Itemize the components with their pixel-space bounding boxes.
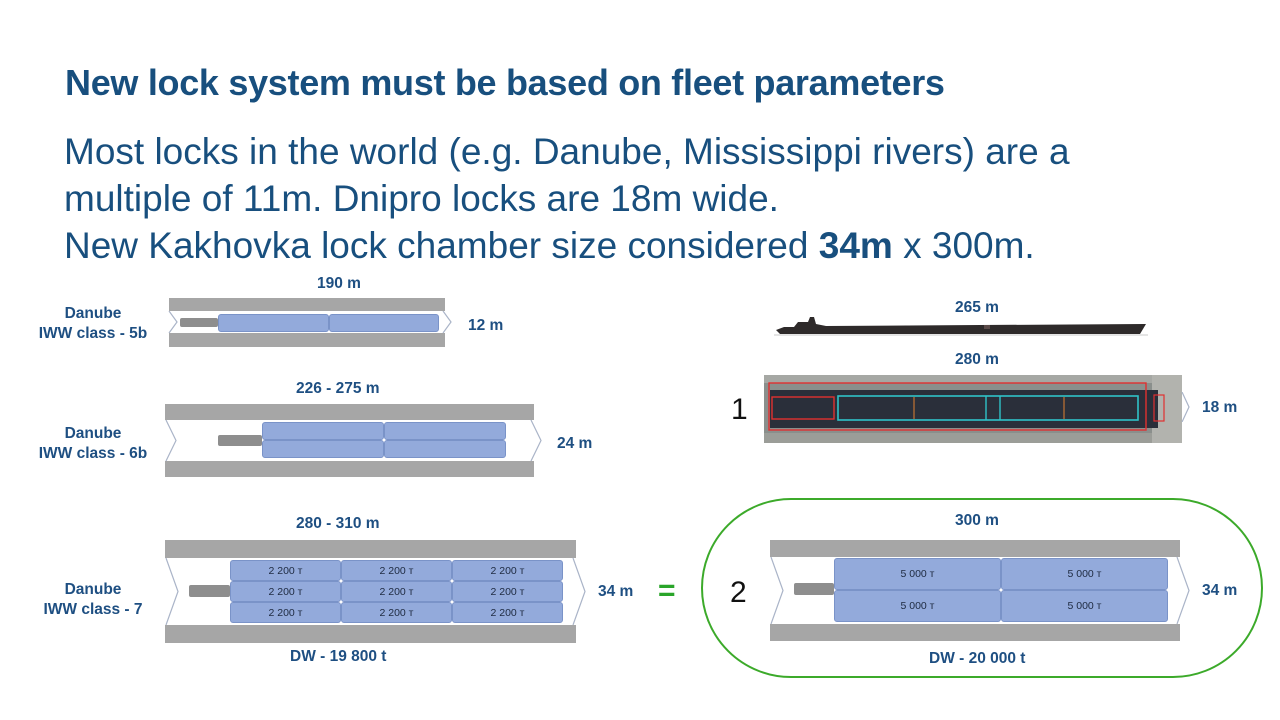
lock-5b-width: 12 m [468, 317, 504, 334]
option-2-tug [794, 583, 834, 595]
option-2-wall-bottom [770, 624, 1180, 641]
lock-6b-gate-right [530, 420, 542, 461]
slide-title: New lock system must be based on fleet p… [65, 62, 945, 103]
option-1-chamber-length: 280 m [955, 351, 999, 368]
lock-7-barge: 2 200 т [341, 581, 452, 602]
lock-5b-barge [329, 314, 439, 332]
option-1-vessel-length: 265 m [955, 299, 999, 316]
lock-7-barge: 2 200 т [341, 602, 452, 623]
lock-6b-class-line2: IWW class - 6b [38, 445, 148, 462]
lock-7-deadweight: DW - 19 800 t [290, 648, 387, 665]
lock-7-wall-top [165, 540, 576, 558]
lock-aerial-photo [764, 375, 1182, 443]
lock-7-barge: 2 200 т [341, 560, 452, 581]
lock-7-class-line1: Danube [64, 581, 122, 598]
option-2-width: 34 m [1202, 582, 1238, 599]
lock-7-barge: 2 200 т [452, 581, 563, 602]
proposed-option-highlight [701, 498, 1263, 678]
lock-7-wall-bottom [165, 625, 576, 643]
lock-5b-gate-right [442, 311, 452, 333]
option-2-barge: 5 000 т [834, 590, 1001, 622]
lock-7-barge: 2 200 т [230, 581, 341, 602]
lock-7-length: 280 - 310 m [296, 515, 380, 532]
option-2-length: 300 m [955, 512, 999, 529]
lock-6b-class: Danube IWW class - 6b [30, 424, 156, 464]
lock-7-barge: 2 200 т [230, 560, 341, 581]
lock-7-barge: 2 200 т [452, 560, 563, 581]
lock-6b-wall-bottom [165, 461, 534, 477]
body-line-3-bold: 34m [818, 225, 893, 266]
lock-6b-gate-left [165, 420, 177, 461]
lock-7-tug [189, 585, 230, 597]
option-2-barge: 5 000 т [834, 558, 1001, 590]
option-1-gate-right [1181, 392, 1190, 422]
lock-7-class: Danube IWW class - 7 [30, 580, 156, 620]
lock-6b-barge [384, 440, 506, 458]
lock-5b-class-line2: IWW class - 5b [38, 325, 148, 342]
body-text: Most locks in the world (e.g. Danube, Mi… [64, 128, 1070, 269]
lock-5b-length: 190 m [317, 275, 361, 292]
lock-5b-barge [218, 314, 329, 332]
option-2-barge: 5 000 т [1001, 558, 1168, 590]
lock-6b-wall-top [165, 404, 534, 420]
lock-5b-class: Danube IWW class - 5b [30, 304, 156, 344]
option-2-deadweight: DW - 20 000 t [929, 650, 1026, 667]
option-1-number: 1 [731, 393, 748, 426]
lock-5b-wall-bottom [169, 333, 445, 347]
body-line-1: Most locks in the world (e.g. Danube, Mi… [64, 131, 1070, 172]
lock-5b-gate-left [168, 311, 178, 333]
lock-6b-barge [262, 422, 384, 440]
lock-5b-wall-top [169, 298, 445, 311]
option-2-barge: 5 000 т [1001, 590, 1168, 622]
lock-7-barge: 2 200 т [230, 602, 341, 623]
lock-7-width: 34 m [598, 583, 634, 600]
lock-7-class-line2: IWW class - 7 [43, 601, 143, 618]
equals-sign: = [658, 574, 676, 607]
lock-6b-barge [262, 440, 384, 458]
body-line-3: New Kakhovka lock chamber size considere… [64, 222, 1070, 269]
option-2-gate-right [1176, 557, 1190, 624]
lock-6b-length: 226 - 275 m [296, 380, 380, 397]
option-1-width: 18 m [1202, 399, 1238, 416]
lock-6b-tug [218, 435, 262, 446]
lock-5b-tug [180, 318, 218, 327]
body-line-2: multiple of 11m. Dnipro locks are 18m wi… [64, 178, 779, 219]
lock-7-barge: 2 200 т [452, 602, 563, 623]
option-2-gate-left [770, 557, 784, 624]
vessel-side-photo [774, 317, 1148, 336]
body-line-3-prefix: New Kakhovka lock chamber size considere… [64, 225, 819, 266]
lock-6b-class-line1: Danube [64, 425, 122, 442]
lock-7-gate-right [572, 558, 586, 625]
body-line-3-suffix: x 300m. [892, 225, 1035, 266]
lock-6b-width: 24 m [557, 435, 593, 452]
lock-5b-class-line1: Danube [64, 305, 122, 322]
option-2-wall-top [770, 540, 1180, 557]
option-2-number: 2 [730, 576, 747, 609]
lock-6b-barge [384, 422, 506, 440]
lock-7-gate-left [165, 558, 179, 625]
